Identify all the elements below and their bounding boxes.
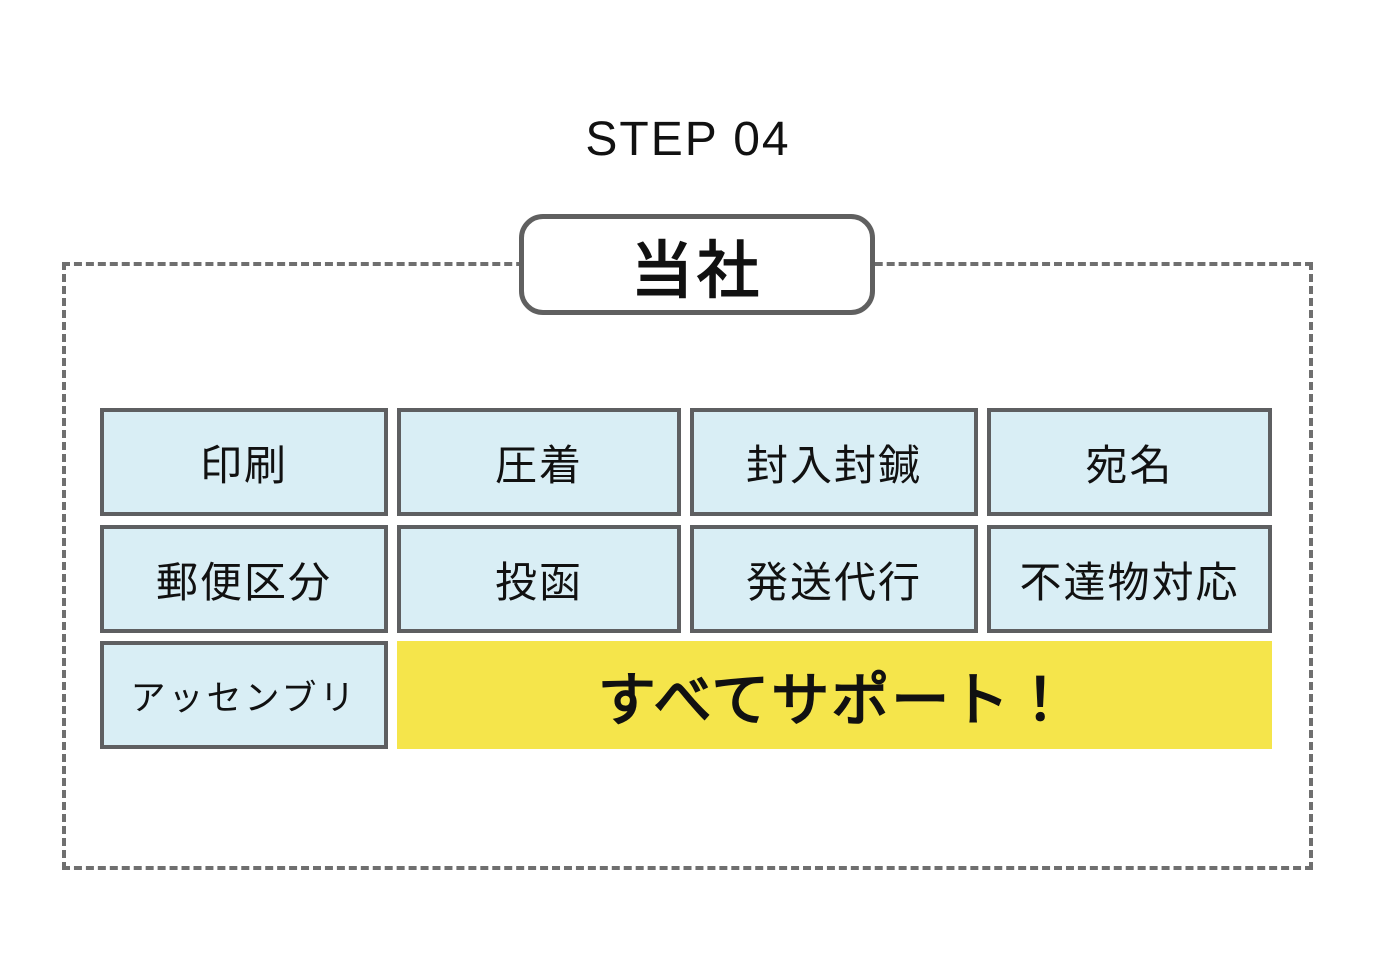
service-box-undeliverable-handling: 不達物対応	[987, 525, 1272, 633]
service-label: 封入封鍼	[745, 441, 922, 489]
service-label: 圧着	[494, 441, 583, 489]
service-label: 郵便区分	[155, 558, 332, 606]
service-box-printing: 印刷	[100, 408, 388, 516]
service-box-mail-sorting: 郵便区分	[100, 525, 388, 633]
step-title: STEP 04	[585, 113, 791, 166]
support-highlight-banner: すべてサポート！	[397, 641, 1272, 749]
service-label: 宛名	[1085, 441, 1174, 489]
service-label: 投函	[494, 558, 583, 606]
company-label: 当社	[630, 236, 763, 306]
support-highlight-label: すべてサポート！	[597, 668, 1072, 733]
service-label: 不達物対応	[1019, 558, 1240, 606]
service-box-addressing: 宛名	[987, 408, 1272, 516]
service-box-posting: 投函	[397, 525, 681, 633]
service-box-shipping-agency: 発送代行	[690, 525, 978, 633]
service-label: 印刷	[199, 441, 288, 489]
service-box-assembly: アッセンブリ	[100, 641, 388, 749]
service-label: アッセンブリ	[130, 678, 358, 718]
company-box: 当社	[519, 214, 875, 315]
service-label: 発送代行	[745, 558, 922, 606]
service-box-crimping: 圧着	[397, 408, 681, 516]
service-box-enclosing-sealing: 封入封鍼	[690, 408, 978, 516]
